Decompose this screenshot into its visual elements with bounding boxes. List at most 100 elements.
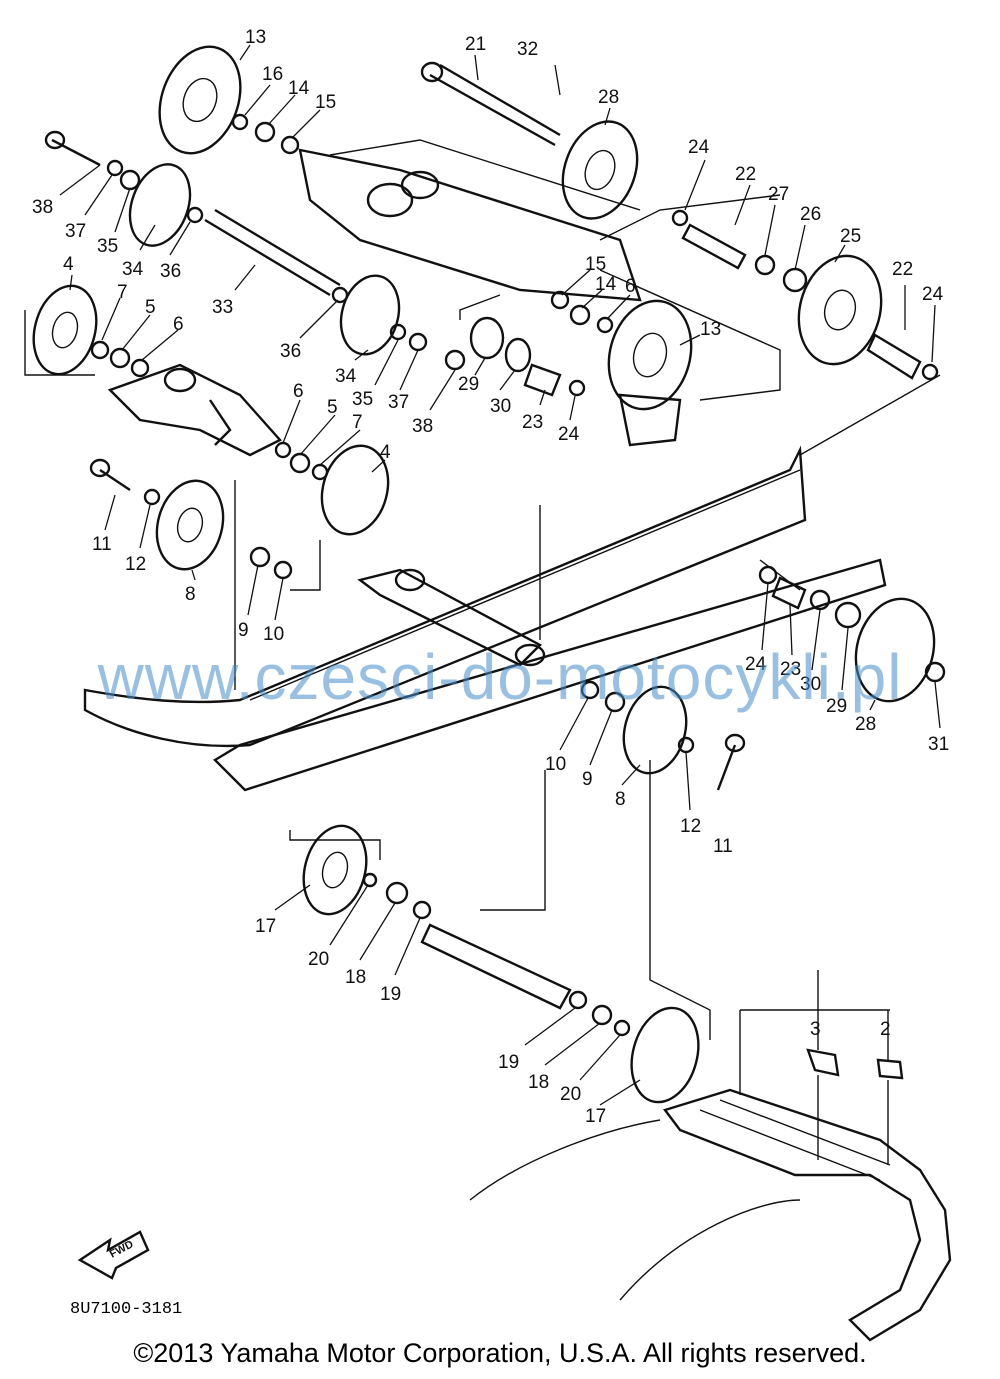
fwd-label: FWD (108, 1238, 136, 1260)
label-10: 10 (545, 754, 566, 775)
label-13: 13 (245, 27, 266, 48)
wheel-4-mid (320, 444, 390, 536)
label-36: 36 (160, 261, 181, 282)
track (469, 1088, 952, 1342)
upper-arm (298, 139, 642, 302)
label-34: 34 (335, 366, 357, 387)
label-35: 35 (97, 236, 118, 257)
track-clip-2 (876, 1058, 904, 1080)
label-24: 24 (558, 424, 580, 445)
label-38: 38 (412, 416, 433, 437)
label-6: 6 (625, 276, 636, 297)
label-35: 35 (352, 389, 373, 410)
bolt-11-right (716, 733, 746, 791)
label-7: 7 (352, 412, 363, 433)
rear-bracket (618, 393, 682, 447)
shaft-lower (420, 923, 572, 1010)
label-19: 19 (498, 1052, 519, 1073)
leader-lines (59, 44, 941, 1106)
label-10: 10 (263, 624, 284, 645)
label-4: 4 (380, 442, 391, 463)
label-11: 11 (92, 534, 112, 555)
label-20: 20 (308, 949, 329, 970)
label-21: 21 (465, 34, 486, 55)
label-30: 30 (800, 674, 821, 695)
wheel-13-top (158, 45, 242, 155)
label-27: 27 (768, 184, 789, 205)
copyright-notice: ©2013 Yamaha Motor Corporation, U.S.A. A… (133, 1338, 867, 1368)
label-29: 29 (826, 696, 847, 717)
part-labels: 13 16 14 15 21 32 28 38 37 35 34 36 24 2… (32, 27, 949, 1127)
wheel-17-right (630, 1006, 700, 1104)
label-36: 36 (280, 341, 301, 362)
label-7: 7 (117, 282, 128, 303)
diagram-code: 8U7100-3181 (70, 1300, 183, 1319)
label-23: 23 (522, 412, 543, 433)
cross-shaft (357, 568, 546, 667)
bearings (90, 113, 946, 1037)
label-33: 33 (212, 297, 233, 318)
wheel-28-top (561, 120, 639, 220)
label-38: 38 (32, 197, 53, 218)
label-26: 26 (800, 204, 821, 225)
label-2: 2 (880, 1019, 891, 1040)
shaft-22-upper (681, 223, 747, 270)
wheel-4-left (32, 284, 98, 376)
label-11: 11 (713, 836, 733, 857)
label-6: 6 (293, 381, 304, 402)
label-29: 29 (458, 374, 479, 395)
bolt-11-left (89, 458, 131, 491)
label-37: 37 (388, 392, 409, 413)
shaft-22-right (866, 333, 922, 380)
label-17: 17 (585, 1106, 606, 1127)
label-18: 18 (345, 967, 366, 988)
wheel-34-top (128, 163, 192, 247)
label-15: 15 (315, 92, 336, 113)
label-19: 19 (380, 984, 401, 1005)
wheel-25 (797, 254, 883, 366)
wheel-17-left (302, 824, 368, 916)
label-25: 25 (840, 226, 861, 247)
label-20: 20 (560, 1084, 581, 1105)
label-8: 8 (615, 789, 626, 810)
label-18: 18 (528, 1072, 549, 1093)
fwd-arrow-icon: FWD (77, 1230, 150, 1280)
label-28: 28 (855, 714, 876, 735)
slide-rail-left (83, 445, 887, 792)
label-17: 17 (255, 916, 276, 937)
wheel-8-left (155, 479, 225, 571)
track-clip-3 (806, 1048, 840, 1077)
label-9: 9 (238, 620, 249, 641)
label-14: 14 (595, 274, 617, 295)
wheel-13-mid (607, 299, 693, 411)
label-31: 31 (928, 734, 949, 755)
label-28: 28 (598, 87, 619, 108)
wheel-28-right (854, 597, 936, 703)
label-5: 5 (145, 297, 156, 318)
label-23: 23 (780, 659, 801, 680)
label-6: 6 (173, 314, 184, 335)
shaft-21 (420, 61, 561, 147)
label-12: 12 (125, 554, 146, 575)
bolt-38 (44, 130, 101, 167)
label-24: 24 (688, 137, 710, 158)
label-16: 16 (262, 64, 283, 85)
label-12: 12 (680, 816, 701, 837)
label-9: 9 (582, 769, 593, 790)
front-arm (107, 363, 282, 457)
label-37: 37 (65, 221, 86, 242)
shaft-33 (204, 208, 341, 297)
label-14: 14 (288, 78, 310, 99)
label-24: 24 (922, 284, 944, 305)
label-32: 32 (517, 39, 538, 60)
label-15: 15 (585, 254, 606, 275)
label-8: 8 (185, 584, 196, 605)
label-4: 4 (63, 254, 74, 275)
label-13: 13 (700, 319, 721, 340)
label-22: 22 (735, 164, 756, 185)
label-34: 34 (122, 259, 144, 280)
assembly-lines (24, 194, 941, 1165)
label-24: 24 (745, 654, 767, 675)
wheel-8-right (622, 685, 688, 775)
